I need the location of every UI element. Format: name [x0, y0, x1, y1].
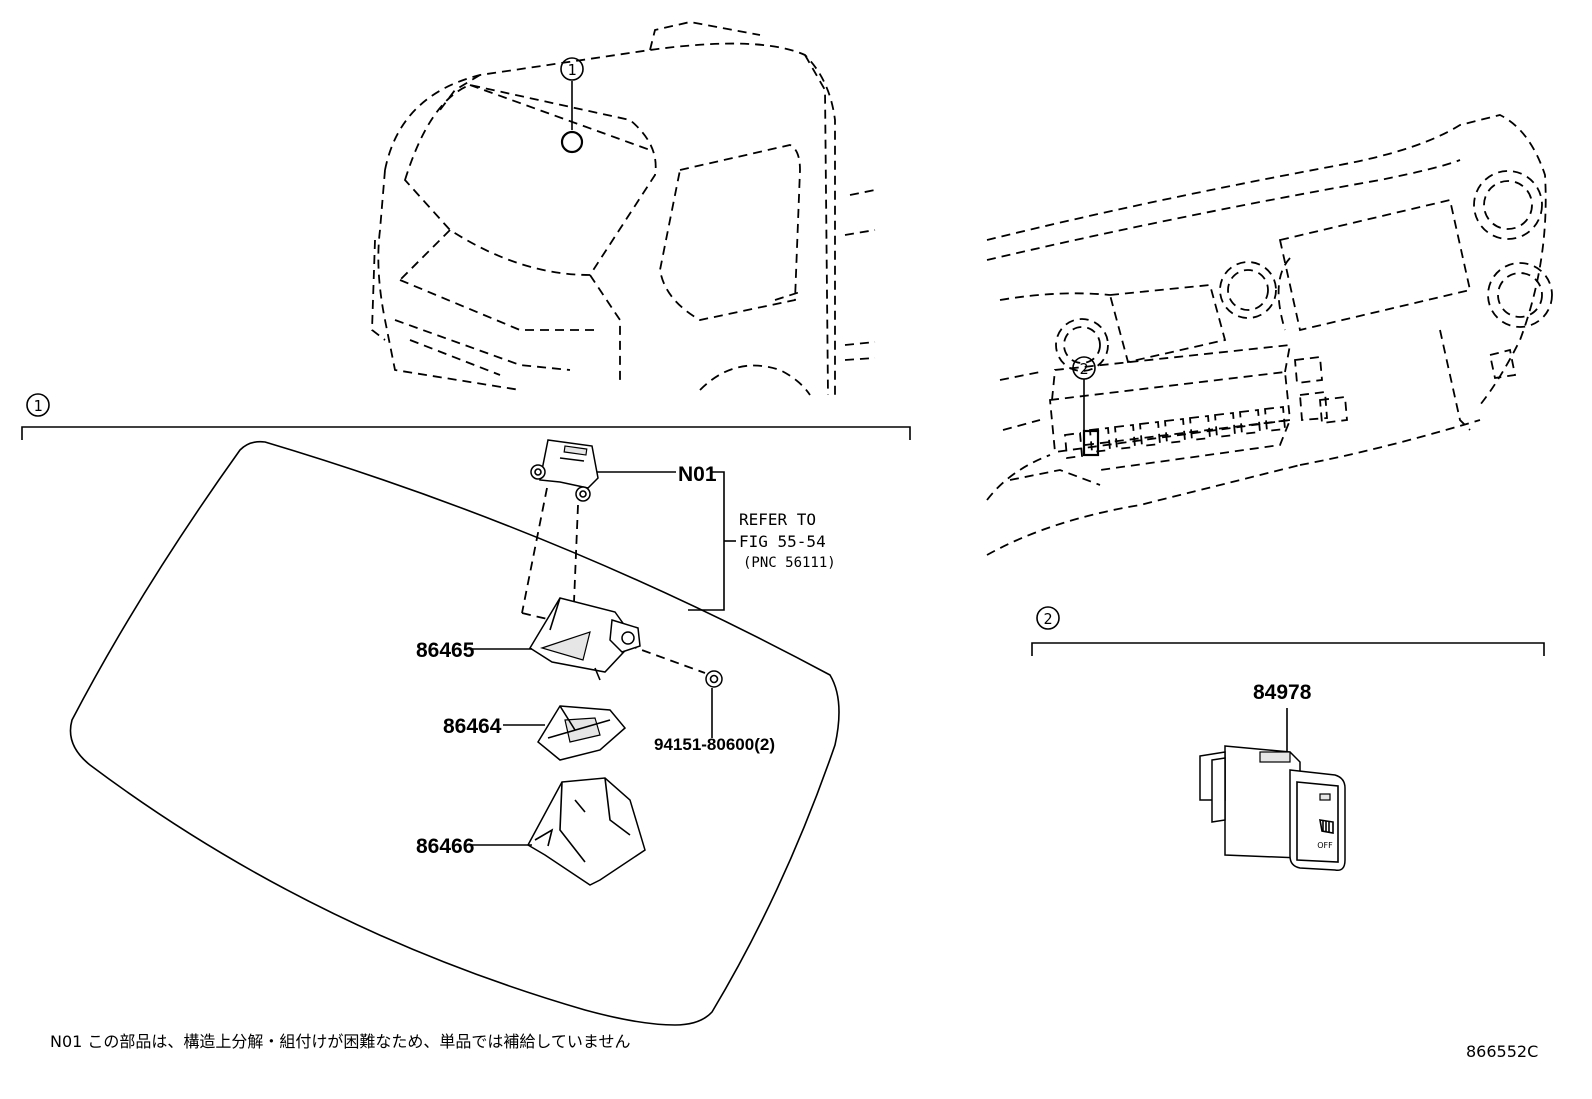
truck-cab-illustration: 1 [371, 21, 876, 396]
part-86466-label: 86466 [416, 835, 474, 858]
group-1-bracket: 1 [21, 393, 911, 440]
callout-2-top [1072, 356, 1096, 380]
part-94151-label: 94151-80600(2) [654, 735, 775, 754]
refer-line-2: FIG 55-54 [739, 532, 826, 551]
camera-bracket-n01 [530, 439, 599, 502]
part-n01-label: N01 [678, 463, 717, 486]
part-84978-label: 84978 [1253, 681, 1312, 704]
dashboard-illustration: 2 [986, 114, 1553, 556]
refer-line-3: (PNC 56111) [743, 555, 836, 571]
callout-2-top-label: 2 [1079, 360, 1088, 378]
switch-84978: OFF [1199, 745, 1346, 872]
callout-2-group-label: 2 [1043, 610, 1052, 628]
windshield-illustration [69, 440, 840, 1026]
camera-unit-86465 [528, 597, 641, 681]
callout-1-top-label: 1 [567, 61, 576, 79]
switch-off-label: OFF [1317, 841, 1333, 850]
camera-location-marker [560, 130, 584, 154]
clip-94151-80600 [705, 670, 723, 688]
figure-id: 866552C [1466, 1042, 1539, 1061]
refer-line-1: REFER TO [739, 510, 816, 529]
footnote: N01 この部品は、構造上分解・組付けが困難なため、単品では補給していません [50, 1032, 631, 1051]
callout-1-top [560, 57, 584, 81]
callout-1-group-label: 1 [33, 397, 42, 415]
part-86464-label: 86464 [443, 715, 502, 738]
cover-86466 [526, 777, 646, 886]
bracket-86464 [537, 705, 627, 761]
part-86465-label: 86465 [416, 639, 475, 662]
switch-location-marker [1082, 429, 1100, 457]
group-2-bracket: 2 [1031, 606, 1545, 656]
